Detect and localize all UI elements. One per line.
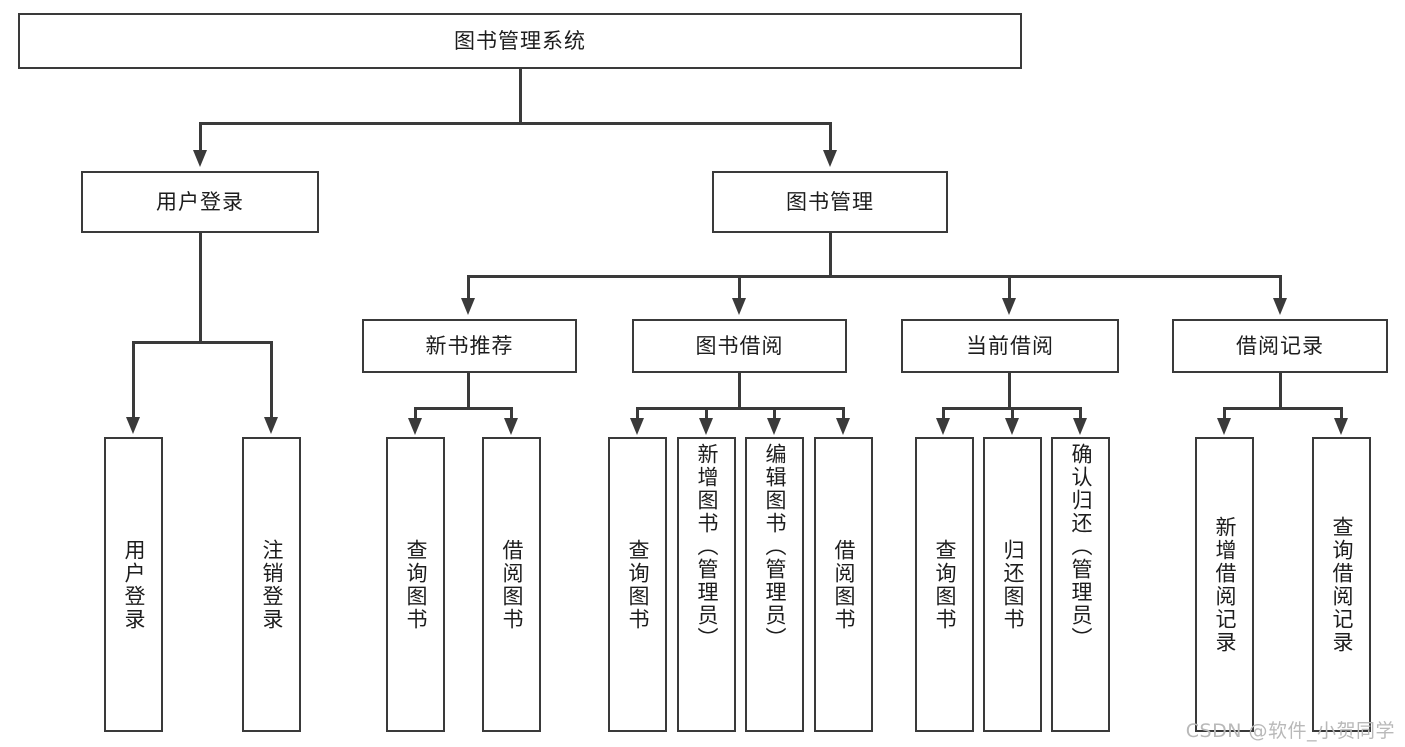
connector-user-login-leaf1 (132, 341, 135, 418)
connector-book-borrow-stem (738, 373, 741, 407)
node-leaf-return-book[interactable]: 归还图书 (983, 437, 1042, 732)
node-leaf-query-book-current[interactable]: 查询图书 (915, 437, 974, 732)
arrowhead-leaf-add-book-admin (698, 418, 713, 435)
arrowhead-leaf-borrow-book-rec (503, 418, 518, 435)
connector-to-new-book-recommend (467, 275, 470, 299)
node-root-label: 图书管理系统 (454, 28, 586, 53)
node-leaf-borrow-book-rec[interactable]: 借阅图书 (482, 437, 541, 732)
node-leaf-query-book-rec[interactable]: 查询图书 (386, 437, 445, 732)
connector-book-manage-stem (829, 233, 832, 275)
node-leaf-add-borrow-record-label: 新增借阅记录 (1213, 515, 1237, 654)
node-leaf-add-borrow-record[interactable]: 新增借阅记录 (1195, 437, 1254, 732)
arrowhead-leaf-query-book-current (935, 418, 950, 435)
node-leaf-query-borrow-record[interactable]: 查询借阅记录 (1312, 437, 1371, 732)
node-new-book-recommend-label: 新书推荐 (425, 333, 514, 358)
connector-borrow-leaf4 (842, 407, 845, 419)
node-book-borrow-label: 图书借阅 (695, 333, 784, 358)
arrowhead-book-manage (822, 150, 837, 167)
arrowhead-leaf-query-borrow-record (1333, 418, 1348, 435)
connector-record-leaf1 (1223, 407, 1226, 419)
node-user-login[interactable]: 用户登录 (81, 171, 319, 233)
arrowhead-book-borrow (731, 298, 746, 315)
node-leaf-query-book-rec-label: 查询图书 (404, 538, 428, 631)
arrowhead-user-login (192, 150, 207, 167)
connector-new-book-recommend-stem (467, 373, 470, 407)
arrowhead-borrow-record (1272, 298, 1287, 315)
node-leaf-edit-book-admin[interactable]: 编辑图书（管理员） (745, 437, 804, 732)
connector-root-to-user-login (199, 122, 202, 151)
arrowhead-leaf-edit-book-admin (766, 418, 781, 435)
node-leaf-borrow-book[interactable]: 借阅图书 (814, 437, 873, 732)
node-leaf-return-book-label: 归还图书 (1001, 538, 1025, 631)
node-leaf-add-book-admin-label: 新增图书（管理员） (695, 443, 719, 650)
connector-rec-leaf1 (414, 407, 417, 419)
connector-to-borrow-record (1279, 275, 1282, 299)
node-book-manage-label: 图书管理 (786, 189, 874, 214)
node-leaf-add-book-admin[interactable]: 新增图书（管理员） (677, 437, 736, 732)
arrowhead-leaf-add-borrow-record (1216, 418, 1231, 435)
connector-borrow-leaf3 (773, 407, 776, 419)
node-current-borrow[interactable]: 当前借阅 (901, 319, 1119, 373)
node-leaf-logout-login[interactable]: 注销登录 (242, 437, 301, 732)
connector-root-to-book-manage (829, 122, 832, 151)
node-leaf-user-login-label: 用户登录 (122, 538, 146, 631)
arrowhead-leaf-query-book-rec (407, 418, 422, 435)
connector-rec-leaf2 (510, 407, 513, 419)
connector-user-login-bus (132, 341, 270, 344)
connector-new-book-recommend-bus (414, 407, 512, 410)
connector-current-leaf2 (1011, 407, 1014, 419)
arrowhead-leaf-query-book-borrow (629, 418, 644, 435)
node-leaf-borrow-book-label: 借阅图书 (832, 538, 856, 631)
node-leaf-confirm-return-admin[interactable]: 确认归还（管理员） (1051, 437, 1110, 732)
node-current-borrow-label: 当前借阅 (966, 333, 1054, 358)
connector-borrow-record-bus (1223, 407, 1342, 410)
connector-current-leaf3 (1079, 407, 1082, 419)
connector-root-stem (519, 69, 522, 123)
arrowhead-new-book-recommend (460, 298, 475, 315)
connector-to-book-borrow (738, 275, 741, 299)
node-leaf-confirm-return-admin-label: 确认归还（管理员） (1069, 443, 1093, 650)
node-leaf-borrow-book-rec-label: 借阅图书 (500, 538, 524, 631)
csdn-watermark: CSDN @软件_小贺同学 (1185, 720, 1395, 742)
node-borrow-record-label: 借阅记录 (1236, 333, 1324, 358)
connector-borrow-leaf1 (636, 407, 639, 419)
node-user-login-label: 用户登录 (156, 189, 244, 214)
connector-current-leaf1 (942, 407, 945, 419)
connector-borrow-leaf2 (705, 407, 708, 419)
node-leaf-query-book-current-label: 查询图书 (933, 538, 957, 631)
node-root[interactable]: 图书管理系统 (18, 13, 1022, 69)
connector-user-login-leaf2 (270, 341, 273, 418)
connector-record-leaf2 (1340, 407, 1343, 419)
arrowhead-current-borrow (1001, 298, 1016, 315)
arrowhead-leaf-return-book (1004, 418, 1019, 435)
arrowhead-leaf-logout-login (263, 417, 278, 434)
node-book-borrow[interactable]: 图书借阅 (632, 319, 847, 373)
node-leaf-query-book-borrow-label: 查询图书 (626, 538, 650, 631)
node-new-book-recommend[interactable]: 新书推荐 (362, 319, 577, 373)
connector-borrow-record-stem (1279, 373, 1282, 407)
node-leaf-edit-book-admin-label: 编辑图书（管理员） (763, 443, 787, 650)
arrowhead-leaf-user-login (125, 417, 140, 434)
connector-user-login-stem (199, 233, 202, 341)
node-leaf-query-borrow-record-label: 查询借阅记录 (1330, 515, 1354, 654)
node-borrow-record[interactable]: 借阅记录 (1172, 319, 1388, 373)
node-leaf-query-book-borrow[interactable]: 查询图书 (608, 437, 667, 732)
connector-to-current-borrow (1008, 275, 1011, 299)
connector-root-bus (199, 122, 831, 125)
node-book-manage[interactable]: 图书管理 (712, 171, 948, 233)
connector-book-borrow-bus (636, 407, 844, 410)
arrowhead-leaf-borrow-book (835, 418, 850, 435)
node-leaf-logout-login-label: 注销登录 (260, 538, 284, 631)
node-leaf-user-login[interactable]: 用户登录 (104, 437, 163, 732)
connector-book-manage-bus (467, 275, 1281, 278)
connector-current-borrow-stem (1008, 373, 1011, 407)
arrowhead-leaf-confirm-return-admin (1072, 418, 1087, 435)
